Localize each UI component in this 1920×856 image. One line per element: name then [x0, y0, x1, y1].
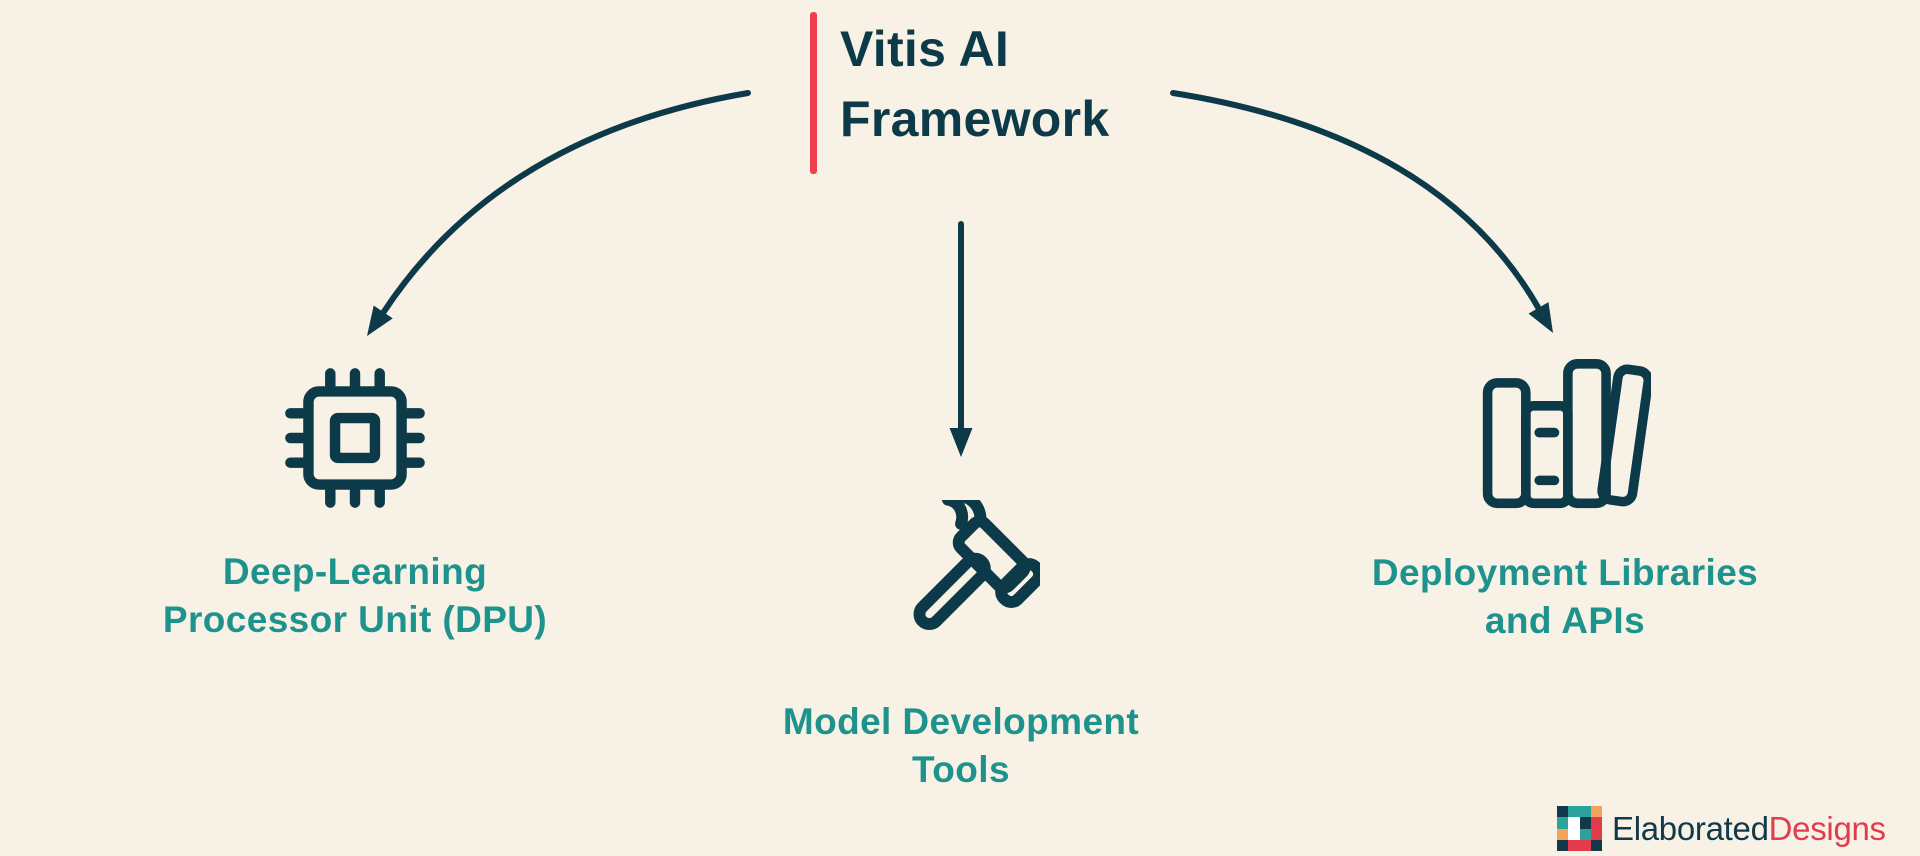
mosaic-cell — [1579, 828, 1591, 840]
mosaic-cell — [1590, 828, 1602, 840]
mosaic-cell — [1557, 817, 1569, 829]
node-label-tools-line1: Model Development — [782, 701, 1140, 742]
arrowhead-left — [367, 305, 393, 336]
node-label-tools-line2: Tools — [912, 749, 1010, 790]
node-label-dpu-line1: Deep-Learning — [222, 551, 488, 592]
node-label-tools: Model Development Tools — [783, 698, 1139, 794]
node-label-deploy-line1: Deployment Libraries — [1371, 552, 1759, 593]
title-block: Vitis AI Framework — [810, 12, 1109, 174]
logo-text-primary: Elaborated — [1612, 809, 1769, 847]
diagram-title: Vitis AI Framework — [840, 12, 1109, 174]
mosaic-cell — [1557, 806, 1569, 818]
books-icon — [1482, 359, 1651, 509]
mosaic-cell — [1568, 828, 1580, 840]
node-label-deploy-line2: and APIs — [1484, 600, 1646, 641]
title-accent-bar — [810, 12, 817, 174]
brand-logo: ElaboratedDesigns — [1557, 806, 1886, 851]
arrowhead-middle — [949, 428, 973, 457]
node-label-dpu: Deep-Learning Processor Unit (DPU) — [163, 548, 547, 644]
brand-logo-text: ElaboratedDesigns — [1612, 810, 1886, 848]
arrowhead-right — [1528, 302, 1553, 333]
mosaic-cell — [1568, 817, 1580, 829]
mosaic-cell — [1590, 817, 1602, 829]
node-dpu: Deep-Learning Processor Unit (DPU) — [140, 362, 570, 644]
mosaic-cell — [1579, 839, 1591, 851]
node-tools: Model Development Tools — [760, 500, 1162, 794]
chip-icon — [285, 368, 425, 508]
hammer-icon — [913, 500, 1040, 631]
mosaic-cell — [1590, 839, 1602, 851]
diagram-title-line1: Vitis AI — [840, 21, 1010, 77]
node-label-deploy: Deployment Libraries and APIs — [1372, 549, 1758, 645]
diagram-title-line2: Framework — [840, 91, 1110, 147]
mosaic-cell — [1568, 839, 1580, 851]
mosaic-cell — [1557, 828, 1569, 840]
node-label-dpu-line2: Processor Unit (DPU) — [162, 599, 548, 640]
node-deploy: Deployment Libraries and APIs — [1360, 358, 1770, 645]
arrow-right-curve — [1170, 90, 1542, 312]
mosaic-cell — [1568, 806, 1580, 818]
logo-text-secondary: Designs — [1768, 809, 1886, 847]
arrow-left-curve — [380, 90, 751, 316]
mosaic-cell — [1557, 839, 1569, 851]
mosaic-logo-icon — [1557, 806, 1602, 851]
mosaic-cell — [1579, 806, 1591, 818]
mosaic-cell — [1590, 806, 1602, 818]
mosaic-cell — [1579, 817, 1591, 829]
